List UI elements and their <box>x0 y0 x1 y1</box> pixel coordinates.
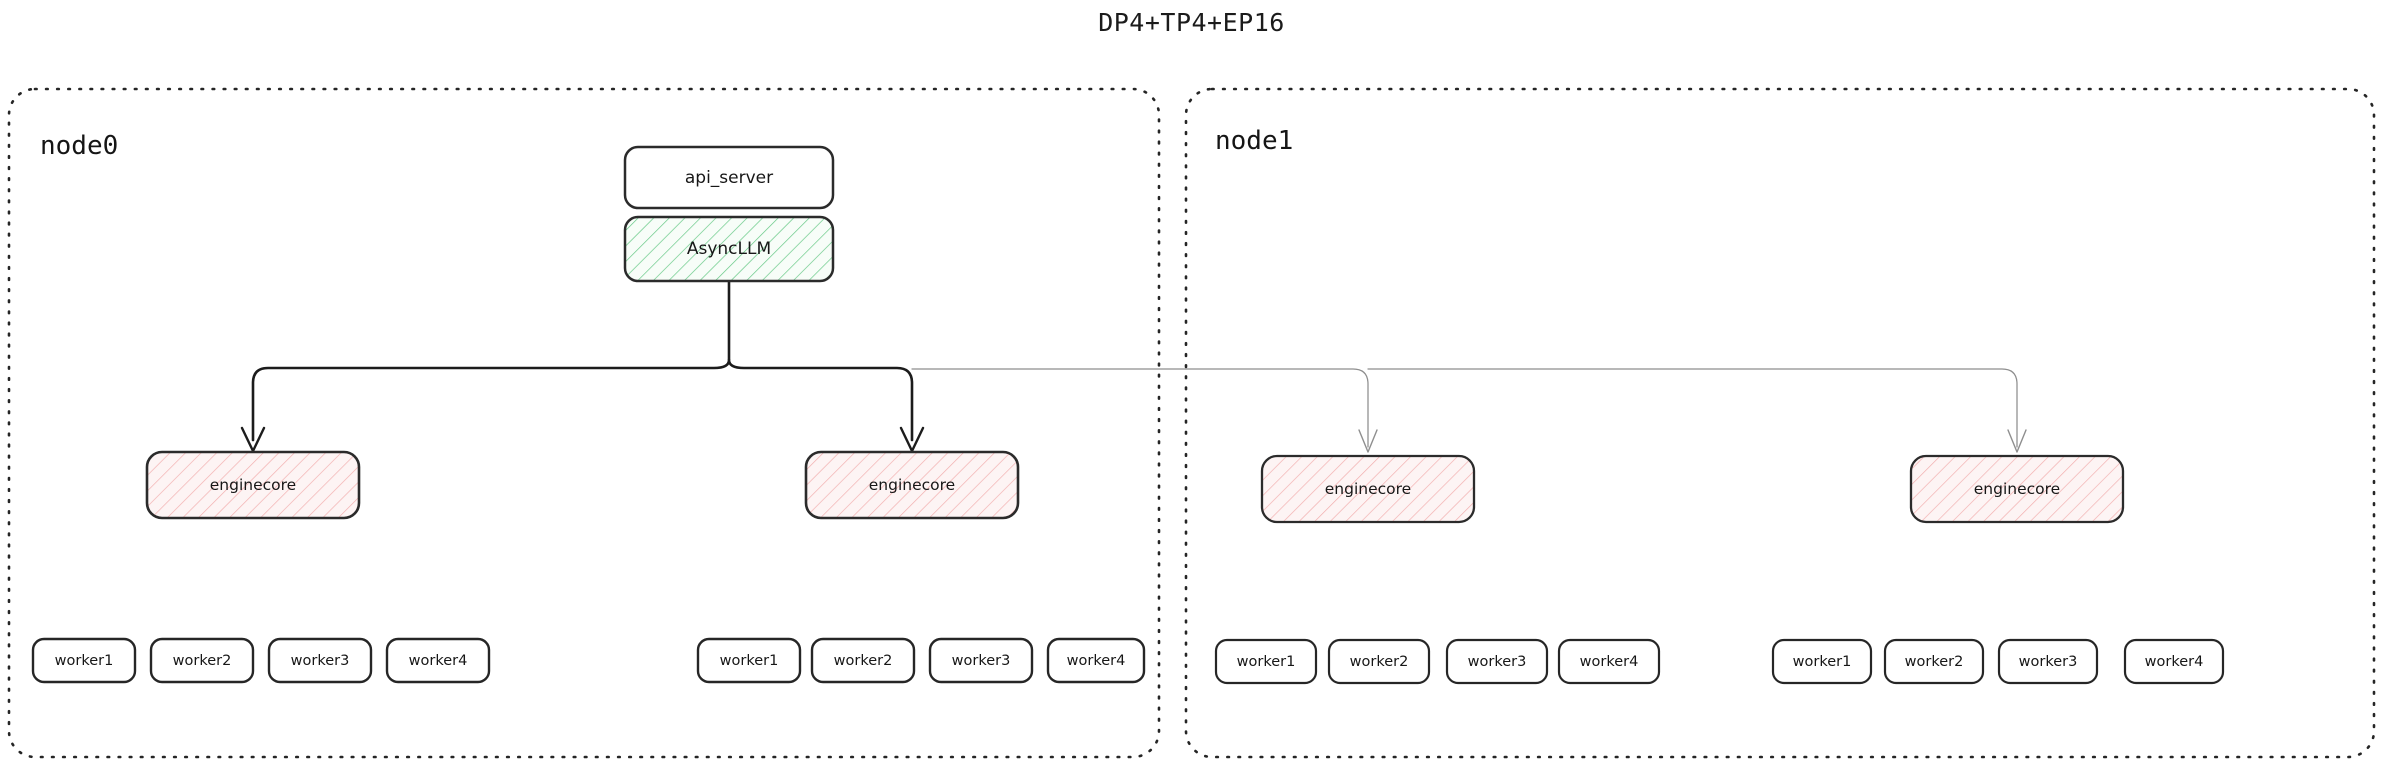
box-worker-n1-g1-2[interactable] <box>1883 638 1985 685</box>
box-enginecore-n1-1[interactable] <box>1909 454 2125 524</box>
box-worker-n1-g1-3[interactable] <box>1997 638 2099 685</box>
node-container-node1[interactable] <box>1184 87 2376 759</box>
box-worker-n0-g0-1[interactable] <box>31 637 137 684</box>
box-worker-n0-g1-3[interactable] <box>928 637 1034 684</box>
box-enginecore-n1-0[interactable] <box>1260 454 1476 524</box>
box-worker-n1-g0-4[interactable] <box>1557 638 1661 685</box>
box-worker-n1-g0-1[interactable] <box>1214 638 1318 685</box>
node-label-node0: node0 <box>40 131 119 161</box>
box-enginecore-n0-0[interactable] <box>145 450 361 520</box>
box-worker-n0-g0-2[interactable] <box>149 637 255 684</box>
box-worker-n1-g1-1[interactable] <box>1771 638 1873 685</box>
node-container-node0[interactable] <box>7 87 1161 759</box>
box-worker-n1-g0-3[interactable] <box>1445 638 1549 685</box>
box-worker-n1-g1-4[interactable] <box>2123 638 2225 685</box>
box-api-server[interactable] <box>623 145 835 210</box>
box-worker-n1-g0-2[interactable] <box>1327 638 1431 685</box>
box-worker-n0-g1-1[interactable] <box>696 637 802 684</box>
edge-bus-light <box>911 368 1369 448</box>
edge-bus-strong <box>251 358 914 442</box>
arrowhead-n1-ec1 <box>2007 429 2027 453</box>
node-label-node1: node1 <box>1215 126 1294 156</box>
arrowhead-n1-ec0 <box>1358 429 1378 453</box>
box-async-llm[interactable] <box>623 215 835 283</box>
box-worker-n0-g0-4[interactable] <box>385 637 491 684</box>
box-worker-n0-g1-2[interactable] <box>810 637 916 684</box>
box-worker-n0-g1-4[interactable] <box>1046 637 1146 684</box>
edge-bus-light-far <box>1367 368 2018 448</box>
box-enginecore-n0-1[interactable] <box>804 450 1020 520</box>
box-worker-n0-g0-3[interactable] <box>267 637 373 684</box>
diagram-title: DP4+TP4+EP16 <box>1098 8 1285 37</box>
